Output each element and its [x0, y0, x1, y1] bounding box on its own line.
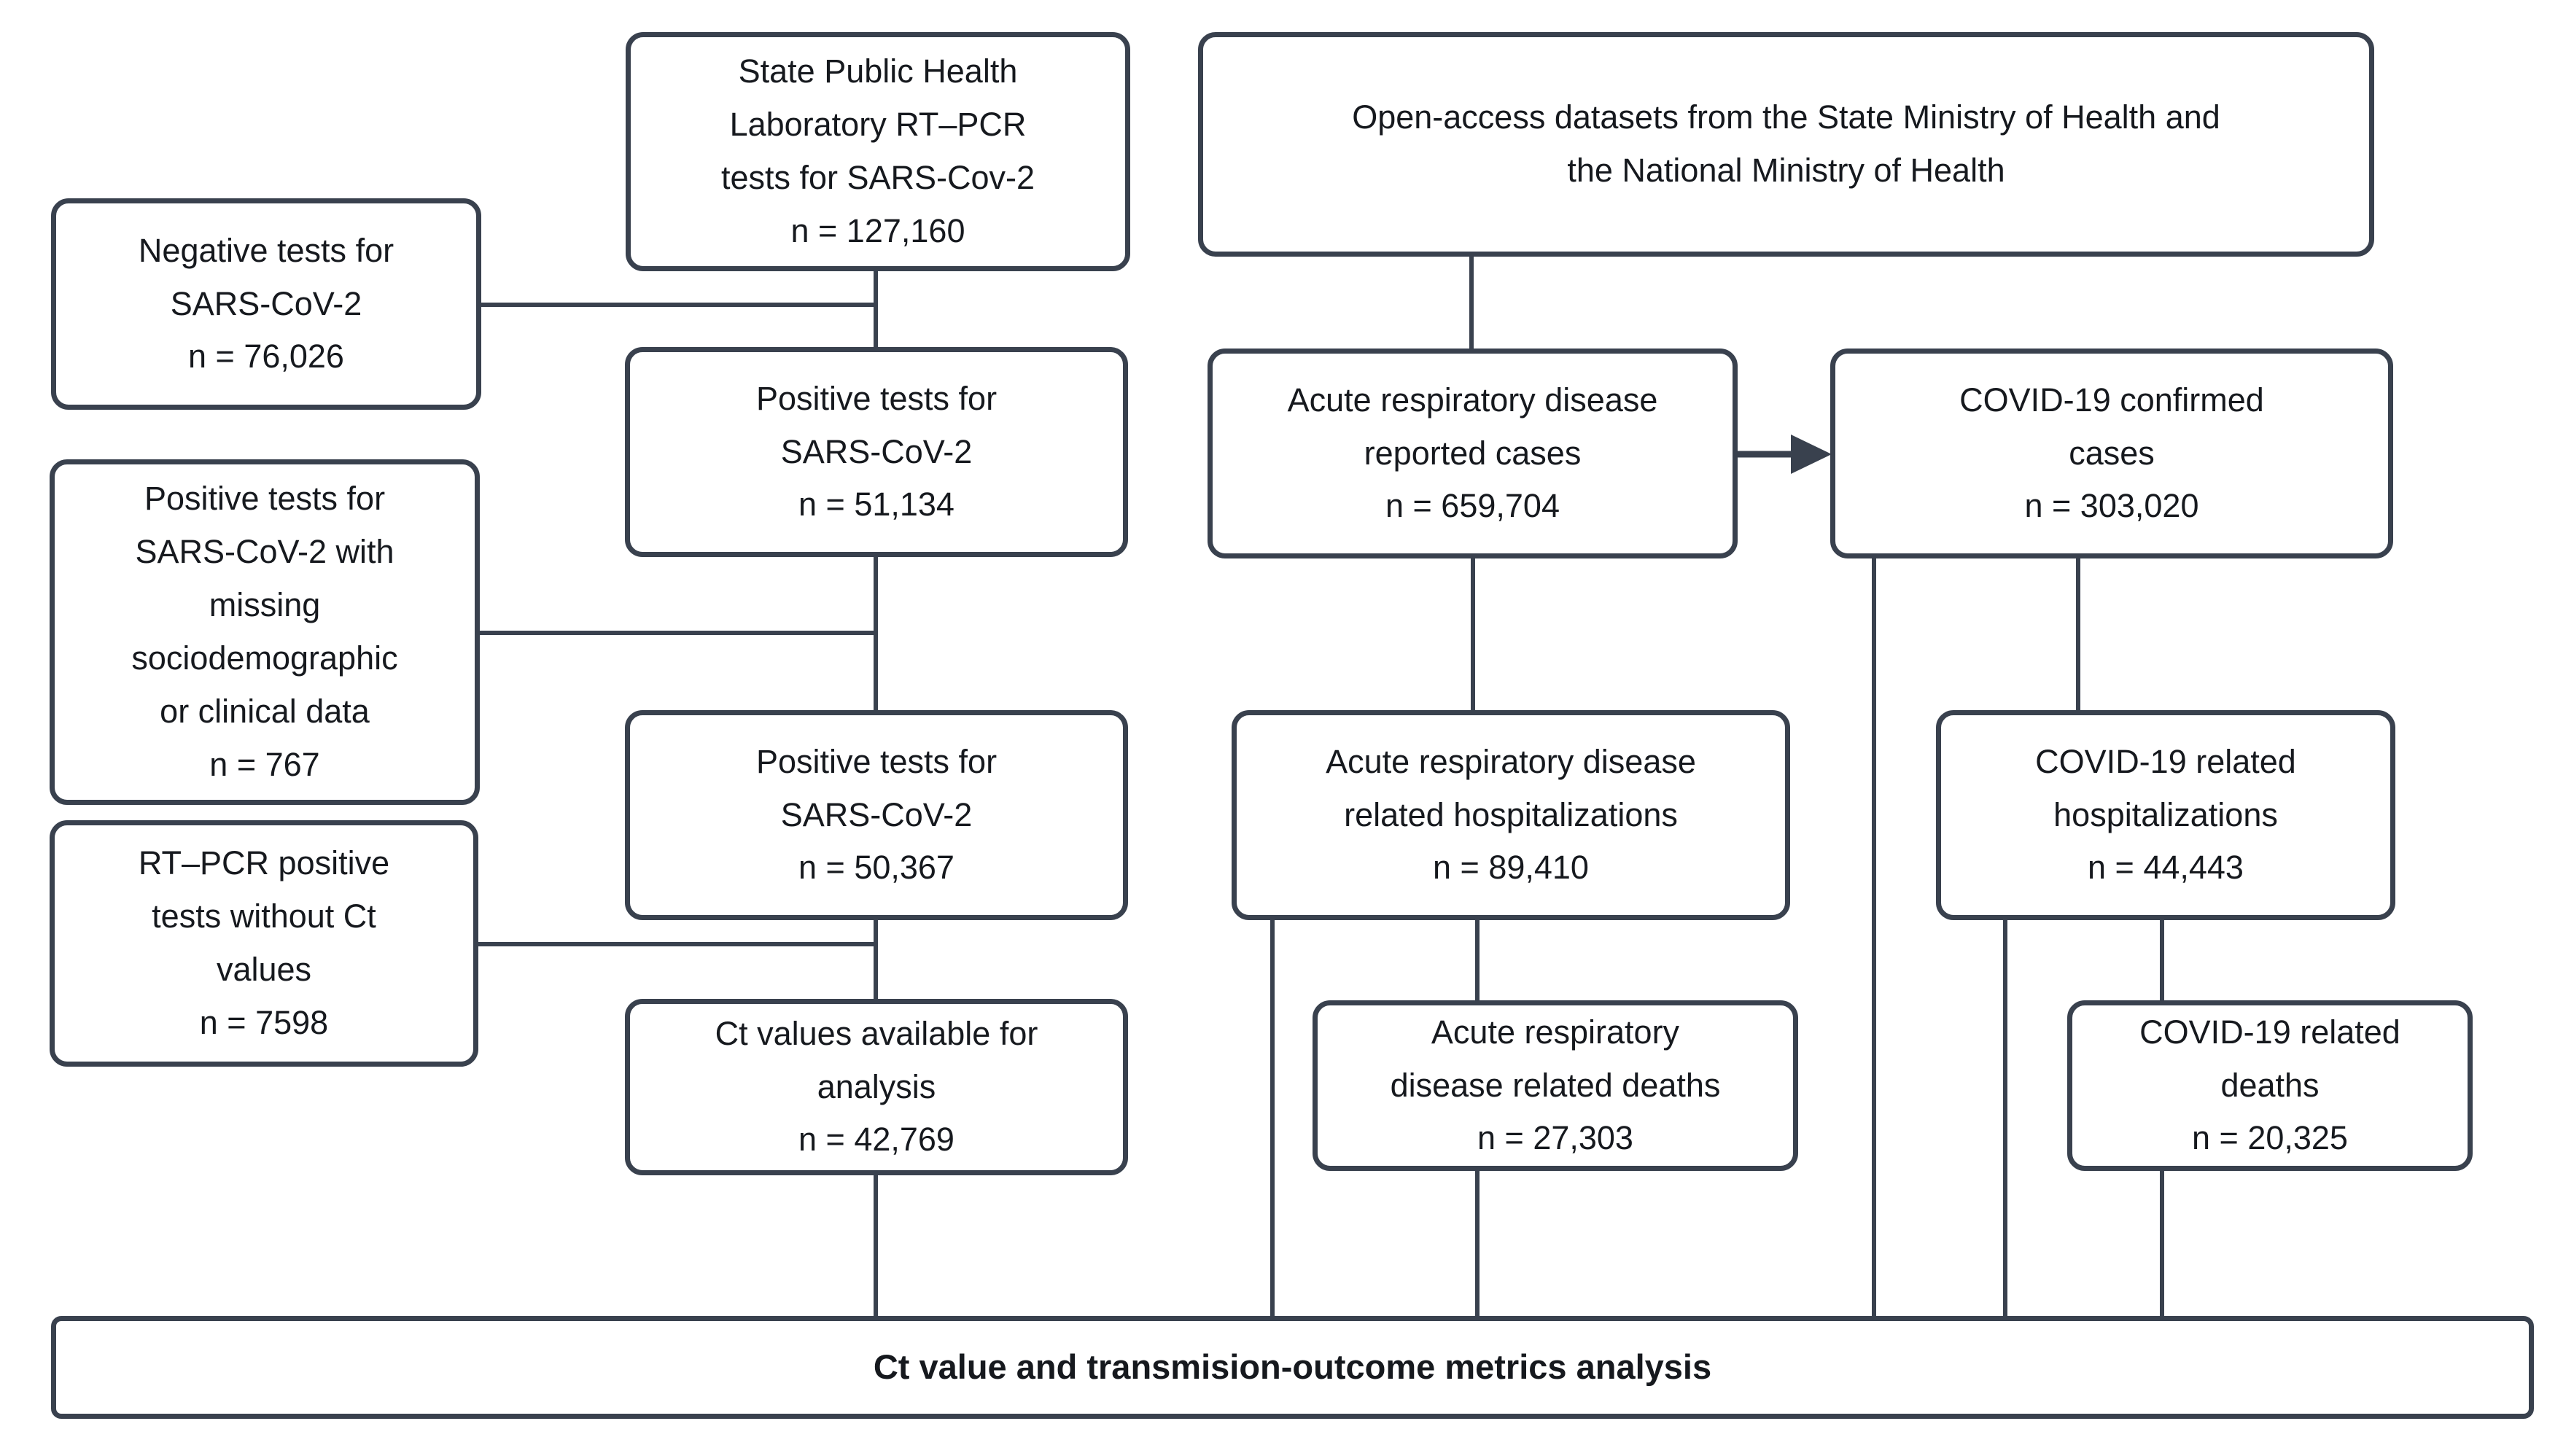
box-open-access-label: Open-access datasets from the State Mini… — [1352, 98, 2220, 189]
box-open-access: Open-access datasets from the State Mini… — [1198, 32, 2374, 257]
box-ard-deaths: Acute respiratory disease related deaths… — [1313, 1000, 1798, 1171]
box-covid-hospitalizations: COVID-19 related hospitalizations n = 44… — [1936, 710, 2395, 920]
box-positive-missing-data-label: Positive tests for SARS-CoV-2 with missi… — [131, 480, 398, 783]
box-covid-confirmed-cases: COVID-19 confirmed cases n = 303,020 — [1830, 349, 2393, 558]
box-covid-confirmed-cases-label: COVID-19 confirmed cases n = 303,020 — [1959, 381, 2264, 525]
box-positive-tests-51134: Positive tests for SARS-CoV-2 n = 51,134 — [625, 347, 1128, 557]
box-analysis-bar: Ct value and transmision-outcome metrics… — [51, 1316, 2534, 1419]
box-ard-deaths-label: Acute respiratory disease related deaths… — [1390, 1013, 1721, 1157]
box-positive-tests-51134-label: Positive tests for SARS-CoV-2 n = 51,134 — [755, 379, 998, 523]
box-rtpcr-without-ct: RT–PCR positive tests without Ct values … — [50, 820, 478, 1067]
box-ct-values-available-label: Ct values available for analysis n = 42,… — [715, 1014, 1038, 1159]
box-covid-deaths: COVID-19 related deaths n = 20,325 — [2067, 1000, 2473, 1171]
box-ard-hospitalizations: Acute respiratory disease related hospit… — [1232, 710, 1790, 920]
box-covid-deaths-label: COVID-19 related deaths n = 20,325 — [2139, 1013, 2400, 1157]
box-negative-tests-label: Negative tests for SARS-CoV-2 n = 76,026 — [138, 231, 394, 375]
box-positive-tests-50367: Positive tests for SARS-CoV-2 n = 50,367 — [625, 710, 1128, 920]
box-state-lab-label: State Public Health Laboratory RT–PCR te… — [720, 52, 1035, 249]
box-state-lab: State Public Health Laboratory RT–PCR te… — [626, 32, 1130, 271]
box-covid-hospitalizations-label: COVID-19 related hospitalizations n = 44… — [2035, 742, 2296, 887]
box-rtpcr-without-ct-label: RT–PCR positive tests without Ct values … — [138, 844, 390, 1041]
box-ard-reported-cases: Acute respiratory disease reported cases… — [1208, 349, 1738, 558]
box-negative-tests: Negative tests for SARS-CoV-2 n = 76,026 — [51, 198, 481, 410]
arrowhead-right-icon — [1791, 435, 1832, 474]
box-analysis-bar-label: Ct value and transmision-outcome metrics… — [873, 1347, 1712, 1387]
box-ct-values-available: Ct values available for analysis n = 42,… — [625, 999, 1128, 1175]
box-ard-reported-cases-label: Acute respiratory disease reported cases… — [1287, 381, 1658, 525]
box-positive-missing-data: Positive tests for SARS-CoV-2 with missi… — [50, 459, 480, 805]
box-ard-hospitalizations-label: Acute respiratory disease related hospit… — [1326, 742, 1696, 887]
box-positive-tests-50367-label: Positive tests for SARS-CoV-2 n = 50,367 — [755, 742, 998, 887]
